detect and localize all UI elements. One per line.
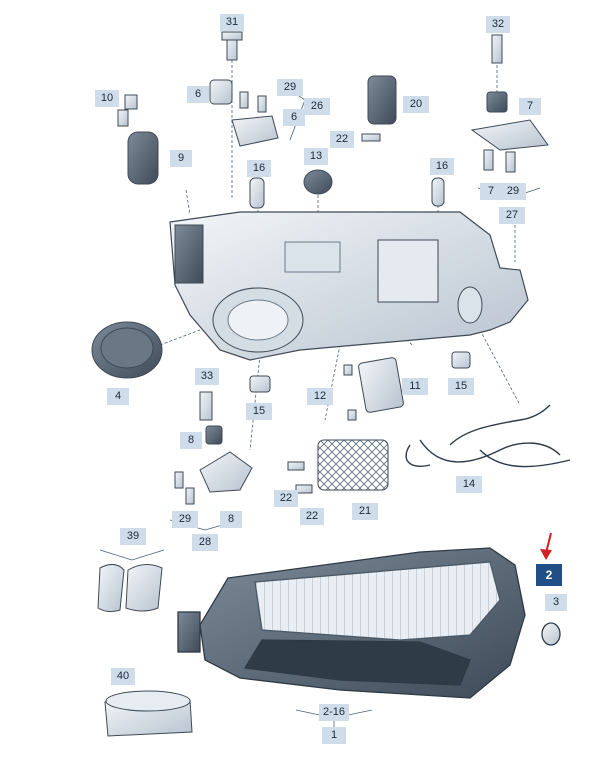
callout-16b: 16 — [430, 158, 454, 175]
callout-15b: 15 — [448, 378, 474, 395]
callout-39: 39 — [120, 528, 146, 545]
callout-6a: 6 — [187, 86, 209, 103]
headlight-housing-rear — [169, 211, 529, 361]
callout-22a: 22 — [330, 131, 354, 148]
callout-20: 20 — [403, 96, 429, 113]
callout-40: 40 — [111, 668, 135, 685]
callout-14: 14 — [456, 476, 482, 493]
callout-29c: 29 — [172, 511, 198, 528]
misc-parts-bottom — [97, 564, 193, 737]
callout-12: 12 — [307, 388, 333, 405]
callout-13: 13 — [304, 148, 328, 165]
callout-22b: 22 — [274, 490, 298, 507]
callout-3: 3 — [545, 594, 567, 611]
callout-6b: 6 — [283, 109, 305, 126]
callout-15a: 15 — [246, 403, 272, 420]
callout-1: 1 — [322, 727, 346, 744]
callout-7a: 7 — [519, 98, 541, 115]
callout-31: 31 — [220, 14, 244, 31]
wiring-harness — [405, 404, 571, 468]
callout-32: 32 — [486, 16, 510, 33]
callout-26: 26 — [304, 98, 330, 115]
callout-2: 2 — [536, 564, 562, 586]
callout-8a: 8 — [180, 432, 202, 449]
highlight-arrow — [540, 532, 552, 560]
callout-29a: 29 — [277, 79, 303, 96]
callout-28: 28 — [192, 534, 218, 551]
callout-16a: 16 — [247, 160, 271, 177]
headlight-assembly-front — [177, 547, 561, 699]
callout-10: 10 — [95, 90, 119, 107]
callout-2-16: 2-16 — [319, 704, 349, 721]
parts-top — [117, 31, 549, 209]
callout-8b: 8 — [220, 511, 242, 528]
callout-11: 11 — [402, 378, 428, 395]
callout-27: 27 — [499, 207, 525, 224]
callout-4: 4 — [107, 388, 129, 405]
callout-33: 33 — [195, 368, 219, 385]
callout-29b: 29 — [500, 183, 526, 200]
parts-middle — [91, 321, 471, 505]
callout-22c: 22 — [300, 508, 324, 525]
callout-9: 9 — [170, 150, 192, 167]
callout-21: 21 — [352, 503, 378, 520]
callout-7b: 7 — [480, 183, 502, 200]
